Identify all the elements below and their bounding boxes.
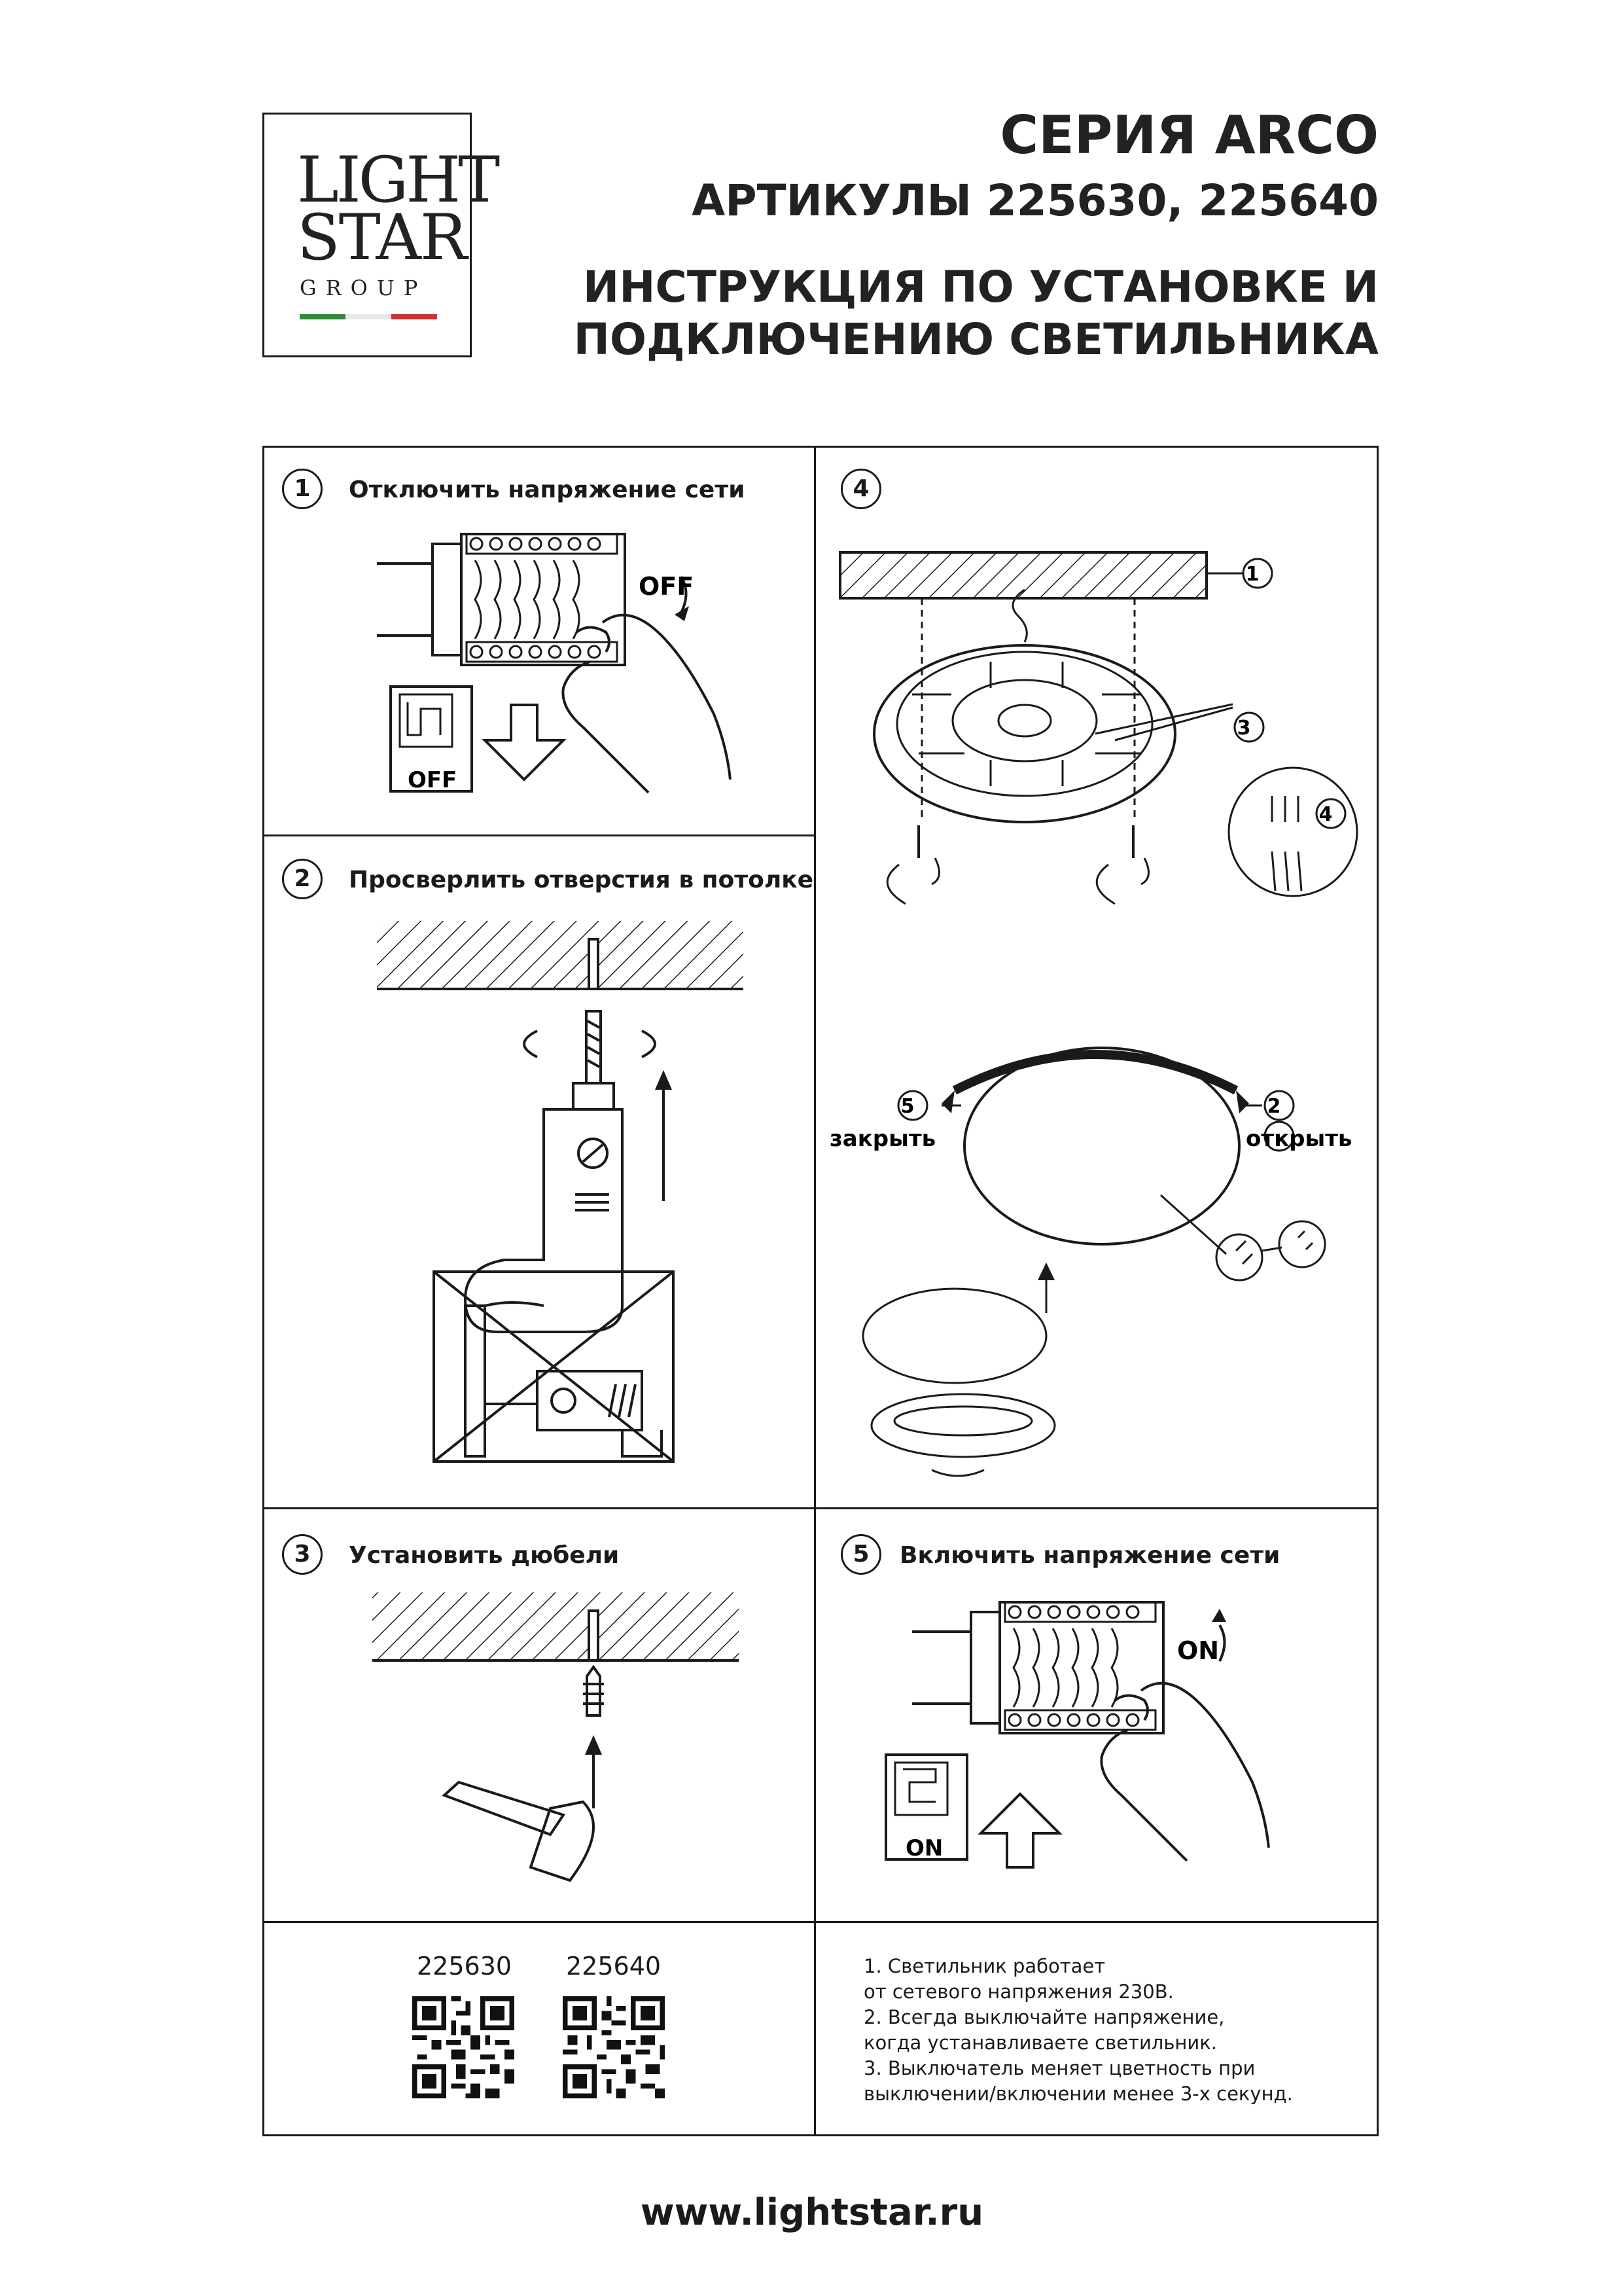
qr-code-225630[interactable]	[412, 1996, 514, 2098]
step-1-switch-label: OFF	[639, 572, 694, 601]
step-5-illustration: ON ON	[885, 1601, 1270, 1869]
step-2-illustration	[377, 921, 743, 1463]
grid-divider-h1	[262, 834, 814, 836]
logo-text-group: GROUP	[300, 276, 427, 300]
qr-label-225640: 225640	[566, 1952, 662, 1981]
step-1-illustration: OFF OFF	[377, 533, 732, 794]
step-5-switch-label: ON	[1177, 1636, 1219, 1665]
step-3-number: 3	[282, 1534, 323, 1575]
callout-4: 4	[1319, 803, 1333, 826]
step-4-number: 4	[841, 469, 881, 509]
article-numbers: АРТИКУЛЫ 225630, 225640	[692, 175, 1379, 226]
grid-divider-h3	[262, 1921, 1379, 1923]
doc-title-line1: ИНСТРУКЦИЯ ПО УСТАНОВКЕ И	[582, 262, 1379, 312]
step-1-label: Отключить напряжение сети	[349, 476, 745, 503]
note-line-3: 2. Всегда выключайте напряжение,	[864, 2006, 1225, 2028]
step-1-number: 1	[282, 469, 323, 509]
logo-text-star: STAR	[297, 201, 467, 274]
step-5-number: 5	[841, 1534, 881, 1575]
step-2-label: Просверлить отверстия в потолке	[349, 867, 814, 893]
website-link[interactable]: www.lightstar.ru	[640, 2191, 984, 2234]
note-line-1: 1. Светильник работает	[864, 1955, 1106, 1977]
open-label: открыть	[1246, 1126, 1352, 1152]
callout-5: 5	[901, 1095, 915, 1118]
note-line-4: когда устанавливаете светильник.	[864, 2032, 1217, 2054]
note-line-6: выключении/включении менее 3-х секунд.	[864, 2083, 1293, 2105]
series-title: СЕРИЯ ARCO	[1000, 105, 1379, 166]
grid-divider-vertical	[814, 446, 816, 2136]
step-4-illustration: 1 3 4 5 2 закрыть открыть	[830, 551, 1358, 1477]
logo-text-light: LIGHT	[297, 143, 500, 217]
step-3-illustration	[372, 1592, 739, 1882]
note-line-5: 3. Выключатель меняет цветность при	[864, 2057, 1256, 2079]
brand-logo: LIGHT STAR GROUP	[262, 113, 500, 357]
callout-3: 3	[1237, 717, 1251, 740]
doc-title-line2: ПОДКЛЮЧЕНИЮ СВЕТИЛЬНИКА	[573, 314, 1379, 365]
step-2-number: 2	[282, 859, 323, 899]
instruction-frame	[262, 446, 1379, 2136]
step-3-label: Установить дюбели	[349, 1542, 620, 1569]
italian-flag-stripe	[300, 314, 437, 319]
close-label: закрыть	[830, 1126, 936, 1152]
grid-divider-h2	[262, 1507, 1379, 1509]
step-5-label: Включить напряжение сети	[900, 1542, 1280, 1569]
qr-label-225630: 225630	[417, 1952, 512, 1981]
qr-code-225640[interactable]	[563, 1996, 665, 2098]
step-1-breaker-off: OFF	[408, 767, 457, 793]
step-5-breaker-on: ON	[906, 1835, 943, 1861]
note-line-2: от сетевого напряжения 230В.	[864, 1981, 1174, 2003]
callout-2: 2	[1267, 1095, 1281, 1118]
callout-1: 1	[1246, 563, 1260, 586]
